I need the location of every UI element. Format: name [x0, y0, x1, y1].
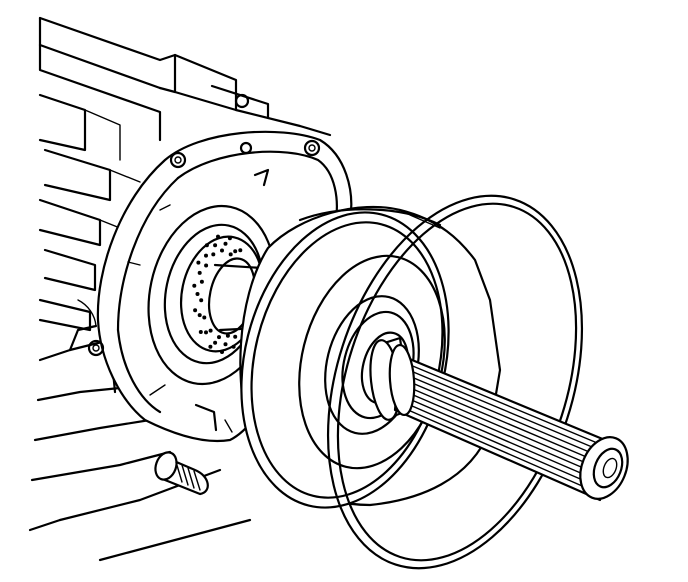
bearing-dot: [192, 283, 197, 288]
bearing-dot: [220, 350, 224, 354]
spline-line: [398, 359, 606, 447]
bearing-dot: [238, 248, 243, 253]
bearing-dot: [220, 248, 224, 253]
spline-line: [397, 370, 605, 459]
seal-ring: [326, 194, 584, 570]
bearing-dot: [196, 260, 201, 265]
bearing-dot: [204, 243, 209, 248]
spline-line: [396, 381, 604, 471]
bearing-dot: [204, 253, 208, 258]
bearing-dot: [197, 270, 202, 275]
bearing-dot: [211, 252, 216, 257]
spline-line: [395, 392, 603, 483]
bearing-dot: [199, 298, 204, 303]
bearing-dot: [197, 313, 202, 318]
bearing-dot: [233, 334, 238, 339]
bearing-dot: [228, 252, 233, 257]
bearing-dot: [202, 315, 207, 320]
spline-line: [398, 365, 605, 453]
bearing-dot: [208, 328, 213, 333]
bearing-dot: [231, 344, 236, 349]
bearing-dot: [216, 234, 220, 239]
bearing-dot: [227, 236, 232, 241]
bearing-dot: [199, 279, 204, 284]
spline-line: [395, 398, 602, 489]
splined-shaft: [369, 336, 629, 502]
bearing-dot: [204, 330, 208, 335]
spline-line: [394, 403, 602, 495]
bearing-dot: [204, 263, 209, 268]
shaft-splines: [394, 354, 606, 501]
bearing-dot: [195, 292, 200, 296]
bearing-dot: [225, 333, 230, 338]
bearing-dot: [223, 241, 228, 246]
dowel-pin: [154, 451, 209, 496]
bearing-dot: [193, 308, 198, 313]
spline-line: [399, 354, 606, 441]
bearing-dot: [213, 340, 218, 345]
spline-line: [397, 376, 604, 465]
bearing-dot: [208, 344, 213, 349]
bearing-dot: [233, 249, 238, 254]
spline-line: [396, 387, 603, 477]
bearing-dot: [198, 330, 203, 334]
bearing-dot: [217, 335, 221, 340]
bearing-dot: [223, 342, 228, 347]
spline-line: [394, 409, 601, 501]
bearing-dot: [213, 243, 218, 248]
